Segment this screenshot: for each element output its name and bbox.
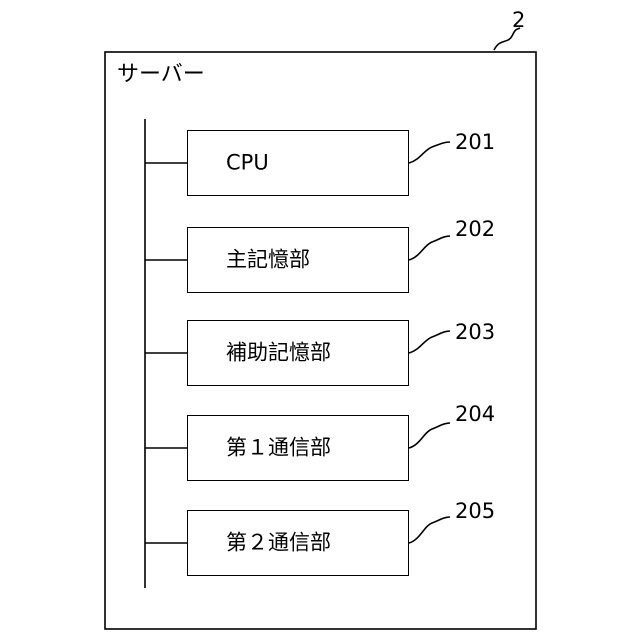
module-auxiliary-memory: 補助記憶部 <box>187 320 409 386</box>
module-ref-number: 203 <box>455 322 495 343</box>
module-label: 第２通信部 <box>226 533 331 554</box>
module-label: CPU <box>226 153 269 174</box>
server-title: サーバー <box>117 64 205 86</box>
module-ref-number: 201 <box>455 132 495 153</box>
ref-leader-3 <box>409 331 450 353</box>
server-ref-number: 2 <box>512 10 525 31</box>
module-cpu: CPU <box>187 130 409 196</box>
ref-leader-1 <box>409 142 450 163</box>
module-label: 主記憶部 <box>226 250 310 271</box>
ref-leader-4 <box>409 423 450 448</box>
module-main-memory: 主記憶部 <box>187 227 409 293</box>
module-label: 補助記憶部 <box>226 343 331 364</box>
ref-leader-5 <box>409 517 450 543</box>
module-ref-number: 205 <box>455 501 495 522</box>
module-second-communication: 第２通信部 <box>187 510 409 576</box>
module-first-communication: 第１通信部 <box>187 415 409 481</box>
ref-leader-2 <box>409 236 450 260</box>
module-ref-number: 204 <box>455 404 495 425</box>
module-ref-number: 202 <box>455 219 495 240</box>
module-label: 第１通信部 <box>226 438 331 459</box>
